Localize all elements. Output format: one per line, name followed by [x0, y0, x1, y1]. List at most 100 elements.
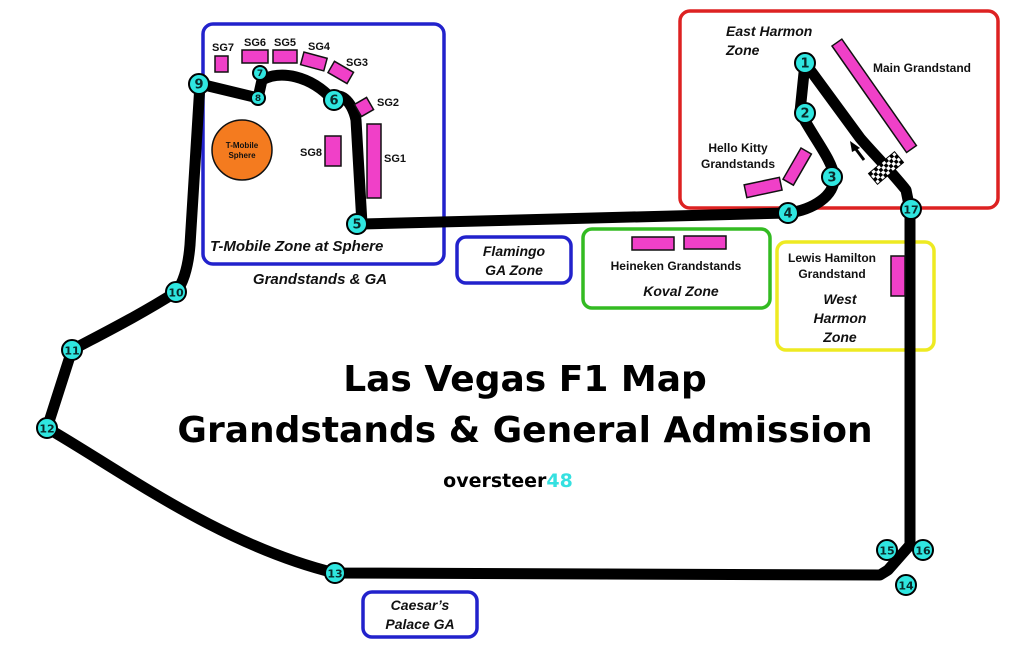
grandstand-sg5[interactable] [272, 49, 298, 64]
turn-number: 12 [39, 423, 54, 436]
turn-circle [794, 52, 816, 74]
turn-marker-15: 15 [876, 539, 898, 561]
sg5-label: SG5 [274, 37, 296, 49]
grandstand-heineken-1[interactable] [631, 236, 675, 251]
turn-marker-17: 17 [900, 198, 922, 220]
turn-marker-13: 13 [324, 562, 346, 584]
map-title-line1: Las Vegas F1 Map [343, 359, 707, 400]
grandstand-sg1[interactable] [366, 123, 382, 199]
turn-marker-16: 16 [912, 539, 934, 561]
west-harmon-zone-box [775, 240, 936, 352]
flamingo-label-1: Flamingo [483, 243, 546, 259]
turn-marker-8: 8 [250, 90, 266, 106]
turn-number: 8 [255, 94, 261, 104]
turn-marker-2: 2 [794, 102, 816, 124]
caesars-zone-box [361, 590, 479, 639]
turn-number: 11 [64, 345, 79, 358]
koval-zone-box [581, 227, 772, 310]
turn-number: 15 [879, 545, 894, 558]
east-harmon-zone-box [678, 9, 1000, 210]
turn-circle [188, 73, 210, 95]
t-mobile-zone-box [201, 22, 446, 266]
sg4-label: SG4 [308, 41, 331, 53]
grandstand-sg2[interactable] [353, 96, 375, 118]
main-grandstand-label: Main Grandstand [873, 61, 971, 75]
sg2-label: SG2 [377, 97, 399, 109]
turn-circle [323, 89, 345, 111]
lewis-hamilton-label-1: Lewis Hamilton [788, 251, 876, 265]
sg1-label: SG1 [384, 153, 406, 165]
turn-marker-5: 5 [346, 213, 368, 235]
turn-circle [61, 339, 83, 361]
west-harmon-label-2: Harmon [814, 310, 867, 326]
grandstand-sg4[interactable] [299, 51, 329, 72]
turn-marker-9: 9 [188, 73, 210, 95]
sg8-label: SG8 [300, 147, 322, 159]
turn-number: 9 [194, 78, 203, 93]
turn-number: 14 [898, 580, 914, 593]
turn-number: 7 [257, 69, 263, 79]
turn-circle [821, 166, 843, 188]
grandstand-main[interactable] [830, 38, 918, 154]
heineken-grandstands-label: Heineken Grandstands [611, 259, 742, 273]
turn-marker-3: 3 [821, 166, 843, 188]
sg7-label: SG7 [212, 42, 234, 54]
turn-number: 17 [903, 204, 918, 217]
turn-marker-4: 4 [777, 202, 799, 224]
brand-number: 48 [546, 470, 572, 492]
sg3-label: SG3 [346, 57, 368, 69]
turn-circle [165, 281, 187, 303]
sg6-label: SG6 [244, 37, 266, 49]
turn-marker-11: 11 [61, 339, 83, 361]
turn-circle [324, 562, 346, 584]
turn-number: 16 [915, 545, 931, 558]
direction-arrow-icon [850, 141, 866, 161]
grandstand-lewis-hamilton[interactable] [890, 255, 906, 297]
koval-zone-label: Koval Zone [643, 283, 719, 299]
turn-number: 3 [827, 171, 836, 186]
east-harmon-label-2: Zone [725, 42, 760, 58]
turn-marker-6: 6 [323, 89, 345, 111]
turn-circle [900, 198, 922, 220]
turn-circle [250, 90, 266, 106]
caesars-label-2: Palace GA [385, 616, 454, 632]
grandstand-hello-kitty-1[interactable] [781, 146, 813, 187]
turn-number: 5 [352, 218, 361, 233]
grandstand-sg3[interactable] [326, 60, 355, 85]
turn-number: 10 [168, 287, 184, 300]
turn-marker-14: 14 [895, 574, 917, 596]
t-mobile-zone-subtitle: Grandstands & GA [253, 271, 387, 288]
east-harmon-label-1: East Harmon [726, 23, 812, 39]
turn-circle [912, 539, 934, 561]
turn-circle [777, 202, 799, 224]
turn-circle [36, 417, 58, 439]
sphere-label-1: T-Mobile [226, 141, 259, 150]
flamingo-zone-box [455, 235, 573, 285]
turn-circle [895, 574, 917, 596]
turn-number: 1 [800, 57, 809, 72]
grandstand-sg7[interactable] [214, 55, 229, 73]
t-mobile-zone-label: T-Mobile Zone at Sphere [210, 238, 383, 255]
hello-kitty-label-1: Hello Kitty [708, 141, 768, 155]
race-track [41, 57, 916, 581]
turn-marker-12: 12 [36, 417, 58, 439]
hello-kitty-label-2: Grandstands [701, 157, 775, 171]
turn-marker-10: 10 [165, 281, 187, 303]
grandstand-sg8[interactable] [324, 135, 342, 167]
caesars-label-1: Caesar’s [391, 597, 450, 613]
grandstand-hello-kitty-2[interactable] [743, 176, 783, 199]
brand-text: oversteer [443, 470, 547, 492]
grandstand-heineken-2[interactable] [683, 235, 727, 250]
west-harmon-label-1: West [823, 291, 858, 307]
map-title-line2: Grandstands & General Admission [177, 410, 872, 451]
lewis-hamilton-label-2: Grandstand [798, 267, 865, 281]
turn-circle [876, 539, 898, 561]
start-finish-line [867, 151, 905, 185]
turn-circle [252, 65, 268, 81]
flamingo-label-2: GA Zone [485, 262, 543, 278]
turn-circle [794, 102, 816, 124]
grandstand-sg6[interactable] [241, 49, 269, 64]
turn-number: 2 [800, 107, 809, 122]
